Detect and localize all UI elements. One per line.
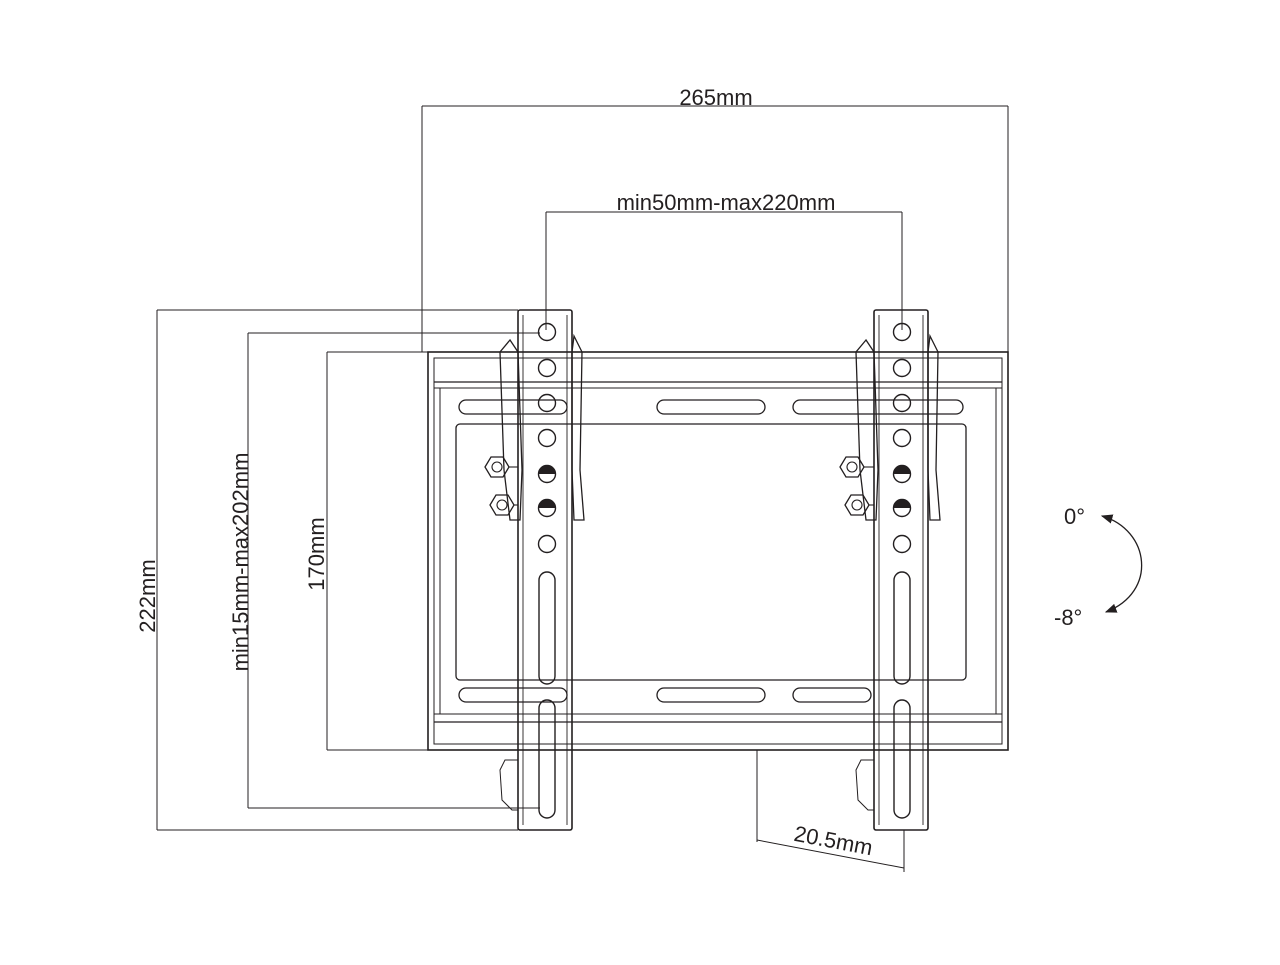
arm-slot (538, 699, 556, 819)
arm-pivot-hole (537, 498, 557, 518)
overall-width-label: 265mm (679, 85, 752, 110)
arm-pivot-hole (892, 498, 912, 518)
arm-slot (893, 571, 911, 685)
tilt-arc-arrow (1100, 514, 1143, 613)
arm-pivot-hole (892, 464, 912, 484)
dimension-overall-height: 222mm (135, 309, 518, 831)
right-arm-body (873, 309, 929, 831)
hex-nut-bolt (484, 456, 518, 478)
right-mounting-arm (839, 309, 941, 831)
overall-height-label: 222mm (135, 559, 160, 632)
tilt-lower-label: -8° (1054, 605, 1082, 630)
arm-hole (892, 534, 912, 554)
vesa-vertical-label: min15mm-max202mm (228, 453, 253, 672)
arm-hole (892, 393, 912, 413)
arm-hole (537, 534, 557, 554)
dimension-vesa-horizontal: min50mm-max220mm (545, 190, 903, 330)
arm-hole (892, 428, 912, 448)
right-arm-tilt-bracket (927, 333, 941, 521)
wall-slot (656, 399, 766, 415)
wall-slot (458, 399, 568, 415)
arm-hole (892, 358, 912, 378)
left-arm-bottom-tab (499, 759, 519, 811)
tilt-upper-label: 0° (1064, 504, 1085, 529)
arm-slot (893, 699, 911, 819)
tilt-indicator: 0° -8° (1054, 504, 1143, 630)
right-arm-bottom-tab (855, 759, 875, 811)
dimension-plate-height: 170mm (304, 351, 428, 751)
arm-hole (537, 322, 557, 342)
arm-hole (537, 358, 557, 378)
arm-hole (537, 393, 557, 413)
hex-nut-bolt (489, 494, 518, 516)
dimension-wall-depth: 20.5mm (756, 750, 905, 872)
wall-plate-inner-edge (433, 357, 1003, 745)
wall-plate (427, 351, 1009, 751)
hex-nut-bolt (839, 456, 874, 478)
arm-hole (537, 428, 557, 448)
plate-height-label: 170mm (304, 517, 329, 590)
dimension-vesa-vertical: min15mm-max202mm (228, 332, 540, 809)
left-mounting-arm (484, 309, 585, 831)
arm-slot (538, 571, 556, 685)
wall-slot (656, 687, 766, 703)
arm-pivot-hole (537, 464, 557, 484)
vesa-horizontal-label: min50mm-max220mm (617, 190, 836, 215)
wall-slot (792, 687, 872, 703)
left-arm-tilt-bracket (571, 333, 585, 521)
wall-plate-outer-edge (427, 351, 1009, 751)
wall-slot (458, 687, 568, 703)
plate-center-cutout (455, 423, 967, 681)
dimension-overall-width: 265mm (421, 85, 1009, 352)
left-arm-body (517, 309, 573, 831)
hex-nut-bolt (844, 494, 874, 516)
wall-slot (792, 399, 964, 415)
